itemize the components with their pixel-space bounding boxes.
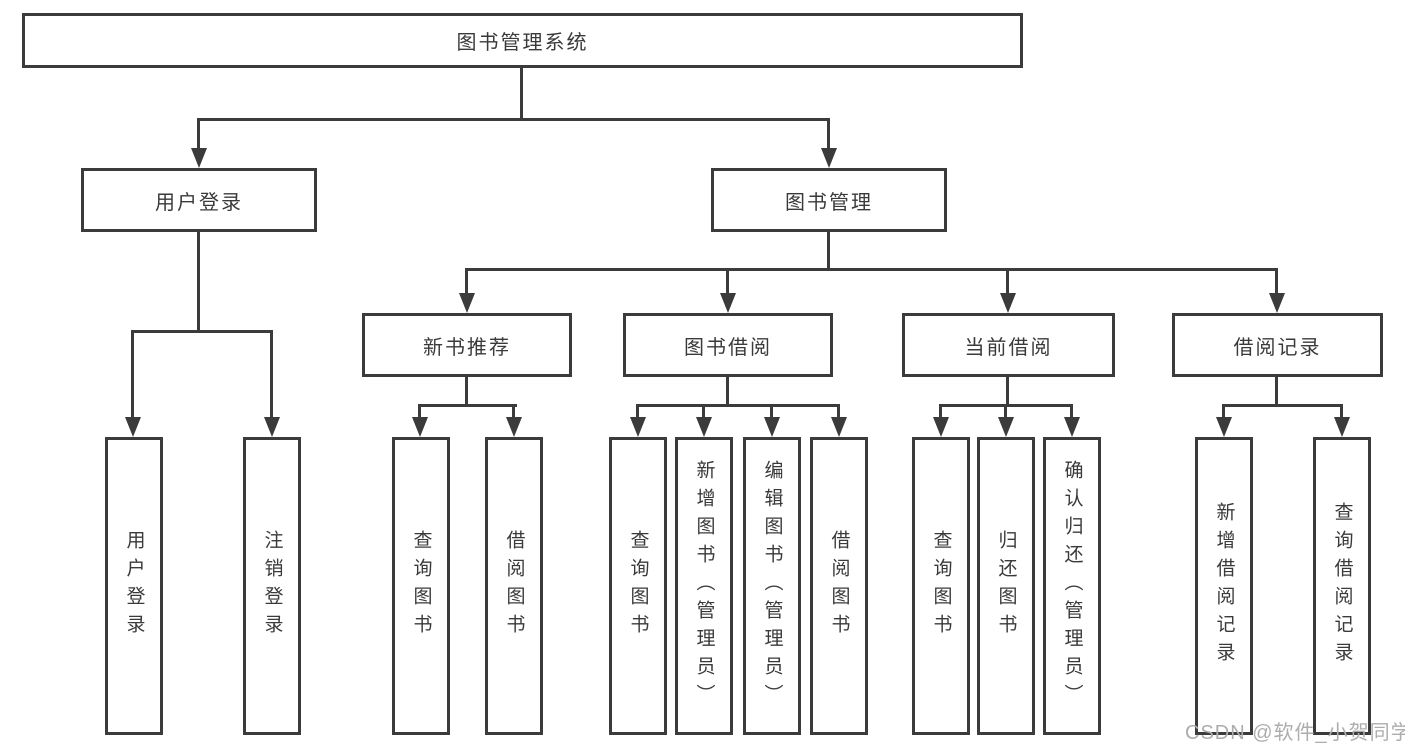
leaf-confirm-return-admin-label: 确认归还（管理员）: [1061, 460, 1083, 712]
leaf-query-book-recommend: 查询图书: [392, 437, 450, 735]
leaf-query-book-current-label: 查询图书: [930, 530, 952, 642]
leaf-query-borrow-record: 查询借阅记录: [1313, 437, 1371, 735]
arrowhead-icon: [264, 417, 280, 437]
node-current-borrow: 当前借阅: [902, 313, 1115, 377]
connector-line: [418, 404, 421, 417]
node-borrow-record-label: 借阅记录: [1233, 336, 1322, 359]
leaf-add-book-admin-label: 新增图书（管理员）: [693, 460, 715, 712]
arrowhead-icon: [1269, 293, 1285, 313]
connector-line: [1275, 377, 1278, 407]
leaf-borrow-book-recommend: 借阅图书: [485, 437, 543, 735]
node-new-book-recommend-label: 新书推荐: [423, 336, 511, 359]
arrowhead-icon: [1216, 417, 1232, 437]
connector-line: [512, 404, 515, 417]
leaf-borrow-book: 借阅图书: [810, 437, 868, 735]
node-user-login-label: 用户登录: [155, 191, 243, 214]
arrowhead-icon: [506, 417, 522, 437]
connector-line: [726, 377, 729, 407]
leaf-borrow-book-label: 借阅图书: [828, 530, 850, 642]
connector-line: [770, 404, 773, 417]
leaf-add-borrow-record: 新增借阅记录: [1195, 437, 1253, 735]
arrowhead-icon: [821, 148, 837, 168]
node-new-book-recommend: 新书推荐: [362, 313, 572, 377]
connector-line: [465, 268, 468, 293]
connector-line: [827, 118, 830, 148]
leaf-edit-book-admin-label: 编辑图书（管理员）: [761, 460, 783, 712]
connector-line: [1006, 377, 1009, 407]
leaf-add-borrow-record-label: 新增借阅记录: [1213, 502, 1235, 670]
arrowhead-icon: [831, 417, 847, 437]
leaf-add-book-admin: 新增图书（管理员）: [675, 437, 733, 735]
arrowhead-icon: [125, 417, 141, 437]
arrowhead-icon: [720, 293, 736, 313]
arrowhead-icon: [1000, 293, 1016, 313]
connector-line: [827, 232, 830, 270]
connector-line: [1275, 268, 1278, 293]
leaf-borrow-book-recommend-label: 借阅图书: [503, 530, 525, 642]
connector-line: [197, 118, 830, 121]
arrowhead-icon: [1064, 417, 1080, 437]
arrowhead-icon: [191, 148, 207, 168]
arrowhead-icon: [412, 417, 428, 437]
connector-line: [939, 404, 942, 417]
connector-line: [1070, 404, 1073, 417]
leaf-query-book-borrow: 查询图书: [609, 437, 667, 735]
connector-line: [636, 404, 639, 417]
leaf-edit-book-admin: 编辑图书（管理员）: [743, 437, 801, 735]
arrowhead-icon: [630, 417, 646, 437]
connector-line: [465, 377, 468, 407]
arrowhead-icon: [764, 417, 780, 437]
leaf-return-book: 归还图书: [977, 437, 1035, 735]
connector-line: [702, 404, 705, 417]
arrowhead-icon: [998, 417, 1014, 437]
node-user-login: 用户登录: [81, 168, 317, 232]
node-book-management: 图书管理: [711, 168, 947, 232]
leaf-return-book-label: 归还图书: [995, 530, 1017, 642]
connector-line: [636, 404, 840, 407]
leaf-query-borrow-record-label: 查询借阅记录: [1331, 502, 1353, 670]
csdn-watermark: CSDN @软件_小贺同学: [1185, 722, 1405, 744]
node-root: 图书管理系统: [22, 13, 1023, 68]
node-borrow-record: 借阅记录: [1172, 313, 1383, 377]
connector-line: [131, 330, 134, 417]
leaf-query-book-recommend-label: 查询图书: [410, 530, 432, 642]
arrowhead-icon: [696, 417, 712, 437]
arrowhead-icon: [933, 417, 949, 437]
leaf-user-login: 用户登录: [105, 437, 163, 735]
arrowhead-icon: [1334, 417, 1350, 437]
leaf-logout-label: 注销登录: [261, 530, 283, 642]
connector-line: [520, 68, 523, 120]
node-book-management-label: 图书管理: [785, 191, 873, 214]
connector-line: [837, 404, 840, 417]
connector-line: [1222, 404, 1225, 417]
node-book-borrow: 图书借阅: [623, 313, 833, 377]
leaf-confirm-return-admin: 确认归还（管理员）: [1043, 437, 1101, 735]
node-root-label: 图书管理系统: [456, 32, 589, 54]
connector-line: [1340, 404, 1343, 417]
leaf-user-login-label: 用户登录: [123, 530, 145, 642]
connector-line: [1004, 404, 1007, 417]
connector-line: [131, 330, 273, 333]
connector-line: [197, 118, 200, 148]
node-current-borrow-label: 当前借阅: [964, 336, 1053, 359]
connector-line: [465, 268, 1278, 271]
connector-line: [418, 404, 517, 407]
connector-line: [197, 232, 200, 333]
connector-line: [1006, 268, 1009, 293]
node-book-borrow-label: 图书借阅: [684, 336, 772, 359]
connector-line: [1222, 404, 1343, 407]
arrowhead-icon: [459, 293, 475, 313]
leaf-logout: 注销登录: [243, 437, 301, 735]
connector-line: [270, 330, 273, 417]
leaf-query-book-borrow-label: 查询图书: [627, 530, 649, 642]
connector-line: [726, 268, 729, 293]
leaf-query-book-current: 查询图书: [912, 437, 970, 735]
